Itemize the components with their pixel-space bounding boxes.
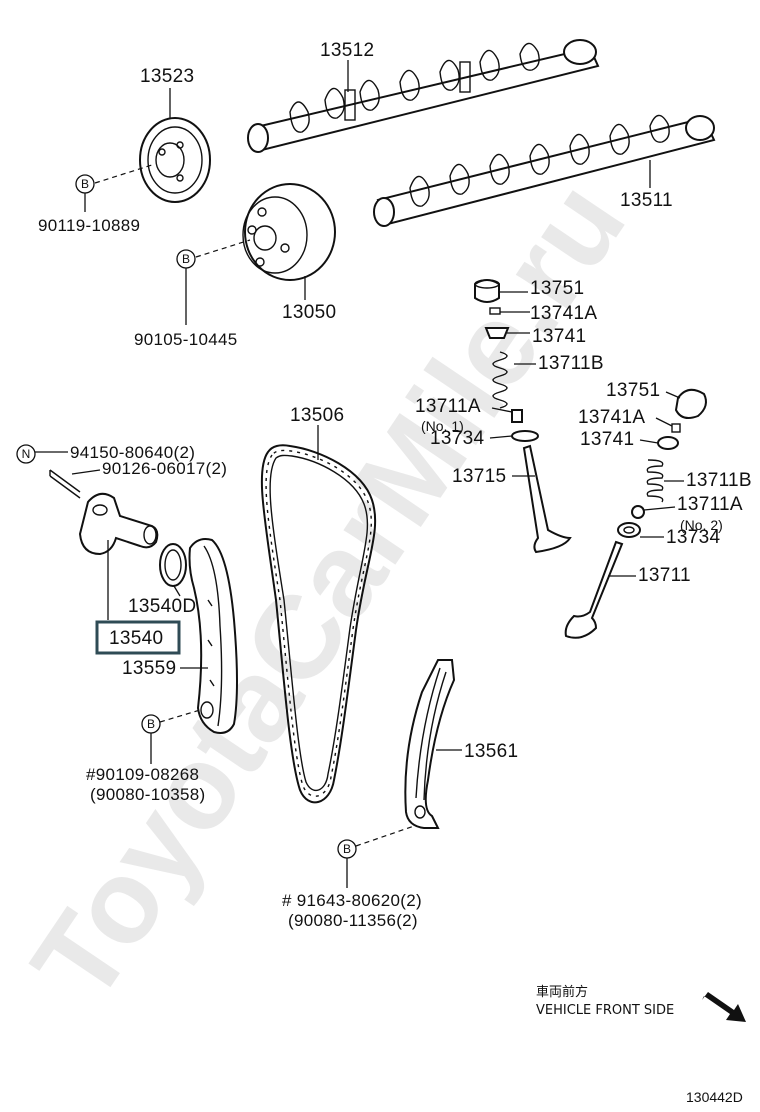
diagram-code: 130442D — [686, 1089, 743, 1105]
svg-text:N: N — [22, 447, 31, 461]
label-90126-06017: 90126-06017(2) — [102, 459, 227, 478]
label-13561: 13561 — [464, 741, 518, 762]
svg-text:B: B — [147, 717, 155, 731]
label-13506: 13506 — [290, 405, 344, 426]
svg-text:B: B — [182, 252, 190, 266]
label-13540D: 13540D — [128, 596, 196, 617]
chain-tensioner-13540 — [78, 492, 159, 556]
direction-note-jp: 車両前方 — [536, 984, 588, 1000]
label-13559: 13559 — [122, 658, 176, 679]
label-90080-11356: (90080-11356(2) — [288, 911, 418, 930]
gasket-13540D — [159, 543, 187, 587]
label-13711B-a: 13711B — [538, 353, 604, 374]
label-90119-10889: 90119-10889 — [38, 216, 140, 235]
label-90080-10358: (90080-10358) — [90, 785, 205, 804]
label-13741A-b: 13741A — [578, 407, 645, 428]
label-13741A-a: 13741A — [530, 303, 597, 324]
camshaft-13511 — [373, 114, 716, 227]
vehicle-front-arrow-icon — [702, 992, 746, 1022]
chain-slipper-13559 — [188, 538, 238, 734]
label-13741-a: 13741 — [532, 326, 586, 347]
label-13711B-b: 13711B — [686, 470, 752, 491]
label-13511: 13511 — [620, 190, 673, 211]
camshaft-13512 — [247, 39, 600, 153]
label-13734-b: 13734 — [666, 527, 720, 548]
timing-chain-13506 — [260, 444, 377, 804]
label-13715: 13715 — [452, 466, 506, 487]
valve-train-intake — [474, 279, 572, 554]
label-13512: 13512 — [320, 40, 374, 61]
marker-n — [16, 444, 36, 464]
label-90109-08268: #90109-08268 — [86, 765, 199, 784]
note-no1: (No. 1) — [421, 418, 464, 434]
label-13050: 13050 — [282, 302, 336, 323]
svg-text:B: B — [343, 842, 351, 856]
direction-note-en: VEHICLE FRONT SIDE — [536, 1003, 674, 1018]
valve-train-exhaust — [564, 388, 707, 639]
label-13711A-b: 13711A — [677, 494, 743, 515]
chain-guide-13561 — [404, 659, 456, 829]
label-90105-10445: 90105-10445 — [134, 330, 238, 349]
label-13751-a: 13751 — [530, 278, 584, 299]
sprocket-13523 — [139, 117, 211, 203]
label-13741-b: 13741 — [580, 429, 634, 450]
label-13751-b: 13751 — [606, 380, 660, 401]
label-13711: 13711 — [638, 565, 691, 586]
label-13734-a: 13734 — [430, 428, 484, 449]
highlight-box-13540 — [95, 620, 181, 655]
label-94150-80640: 94150-80640(2) — [70, 443, 195, 462]
label-91643-80620: # 91643-80620(2) — [282, 891, 422, 910]
label-13523: 13523 — [140, 66, 194, 87]
label-13711A-a: 13711A — [415, 396, 481, 417]
label-13540: 13540 — [109, 628, 163, 649]
svg-text:B: B — [81, 177, 89, 191]
vvt-gear-13050 — [242, 183, 336, 281]
note-no2: (No. 2) — [680, 517, 723, 533]
